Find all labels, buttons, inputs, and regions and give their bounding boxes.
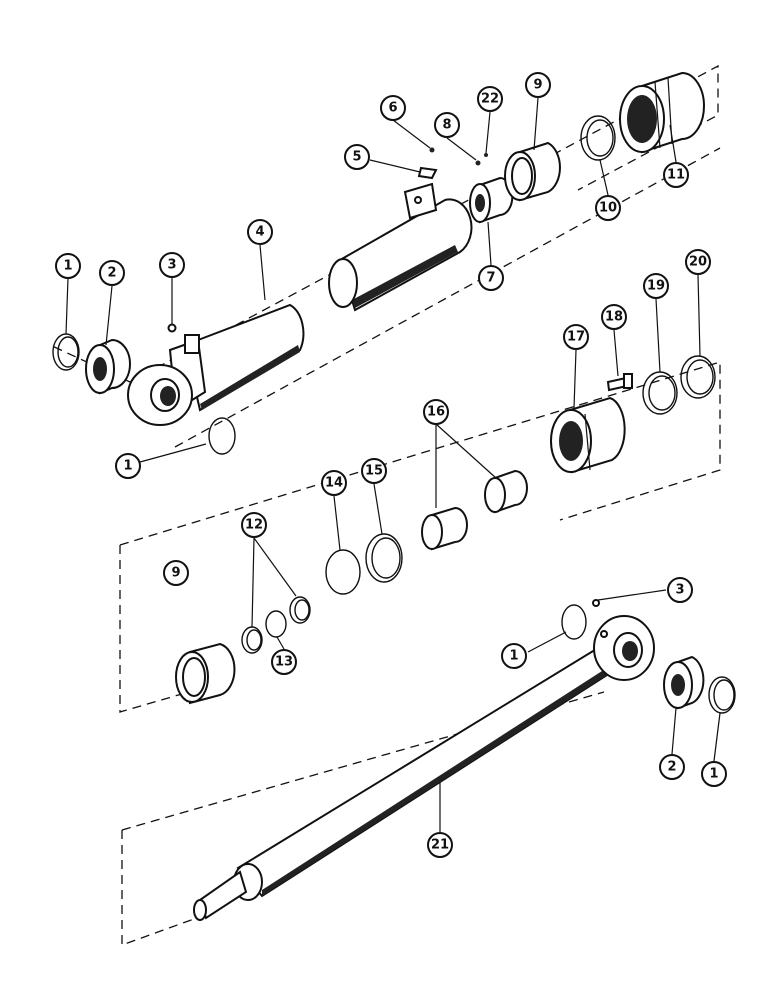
part-cylinder-barrel <box>127 303 305 426</box>
callout: 3 <box>159 252 185 278</box>
callout: 1 <box>55 253 81 279</box>
part-piston-nut <box>469 176 514 224</box>
leader-lines <box>65 97 721 832</box>
part-bolt <box>606 373 633 392</box>
callout: 16 <box>423 399 449 425</box>
part-wear-ring <box>580 115 616 161</box>
callout: 9 <box>525 72 551 98</box>
callout-label: 21 <box>431 838 449 853</box>
part-seal-12a <box>289 596 311 624</box>
part-bearing-top <box>504 141 561 202</box>
callout-label: 17 <box>567 330 585 345</box>
callout-label: 20 <box>689 255 707 270</box>
part-o-ring-19 <box>642 371 678 415</box>
part-small-fitting-3 <box>484 153 488 157</box>
callout: 6 <box>380 95 406 121</box>
part-bushing-rod <box>663 655 705 710</box>
callout-label: 10 <box>599 201 617 216</box>
callout: 2 <box>99 260 125 286</box>
part-small-fitting-2 <box>475 160 481 166</box>
part-grease-fitting-top <box>167 323 177 333</box>
callout: 11 <box>663 162 689 188</box>
callout-label: 12 <box>245 518 263 533</box>
callout: 1 <box>115 453 141 479</box>
callout: 9 <box>163 560 189 586</box>
callout-label: 1 <box>509 649 518 664</box>
callout: 18 <box>601 304 627 330</box>
callout: 13 <box>271 649 297 675</box>
callout-label: 16 <box>427 405 445 420</box>
part-grease-fitting-rod <box>592 599 600 607</box>
part-o-ring-14 <box>325 549 361 595</box>
callout-label: 8 <box>442 118 451 133</box>
callout-label: 9 <box>171 566 180 581</box>
part-bushing-16a <box>484 469 528 514</box>
callout: 10 <box>595 195 621 221</box>
callout: 12 <box>241 512 267 538</box>
callout-label: 18 <box>605 310 623 325</box>
part-cylinder-tube <box>328 182 473 312</box>
callout-label: 13 <box>275 655 293 670</box>
callout: 21 <box>427 832 453 858</box>
callout-label: 3 <box>167 258 176 273</box>
callout: 1 <box>501 643 527 669</box>
part-pin <box>417 166 438 180</box>
callout-label: 22 <box>481 92 499 107</box>
callout: 19 <box>643 273 669 299</box>
part-snap-ring-rod-right <box>708 676 736 714</box>
callout: 5 <box>344 144 370 170</box>
callout-label: 2 <box>667 760 676 775</box>
part-piston-rod <box>193 615 655 921</box>
part-snap-ring-lower <box>208 417 236 455</box>
callout-label: 1 <box>123 459 132 474</box>
callout-label: 3 <box>675 583 684 598</box>
callout-label: 9 <box>533 78 542 93</box>
callout: 15 <box>361 458 387 484</box>
callout-label: 19 <box>647 279 665 294</box>
callout-label: 14 <box>325 476 343 491</box>
callout-label: 6 <box>388 101 397 116</box>
callout-label: 5 <box>352 150 361 165</box>
callout: 2 <box>659 754 685 780</box>
part-seal-12b <box>241 626 263 654</box>
callout: 14 <box>321 470 347 496</box>
callout-label: 4 <box>255 225 264 240</box>
callout: 4 <box>247 219 273 245</box>
callout-label: 2 <box>107 266 116 281</box>
callout-label: 11 <box>667 168 685 183</box>
callout: 3 <box>667 577 693 603</box>
part-ring-13 <box>265 610 287 638</box>
part-bushing-16b <box>421 506 468 551</box>
part-piston <box>619 71 705 154</box>
part-small-fitting <box>429 147 435 153</box>
callout: 17 <box>563 324 589 350</box>
callout-label: 1 <box>709 767 718 782</box>
callout-label: 7 <box>486 271 495 286</box>
part-gland <box>550 396 626 474</box>
callout: 7 <box>478 265 504 291</box>
part-snap-ring-left <box>52 333 80 371</box>
part-snap-ring-rod-left <box>561 604 587 640</box>
callout: 1 <box>701 761 727 787</box>
callout: 8 <box>434 112 460 138</box>
part-o-ring-15 <box>365 533 403 583</box>
callout-label: 1 <box>63 259 72 274</box>
part-bearing-lower <box>175 642 236 705</box>
callout: 22 <box>477 86 503 112</box>
callout-label: 15 <box>365 464 383 479</box>
callout: 20 <box>685 249 711 275</box>
part-o-ring-20 <box>680 355 716 399</box>
part-bushing-left <box>85 338 131 395</box>
